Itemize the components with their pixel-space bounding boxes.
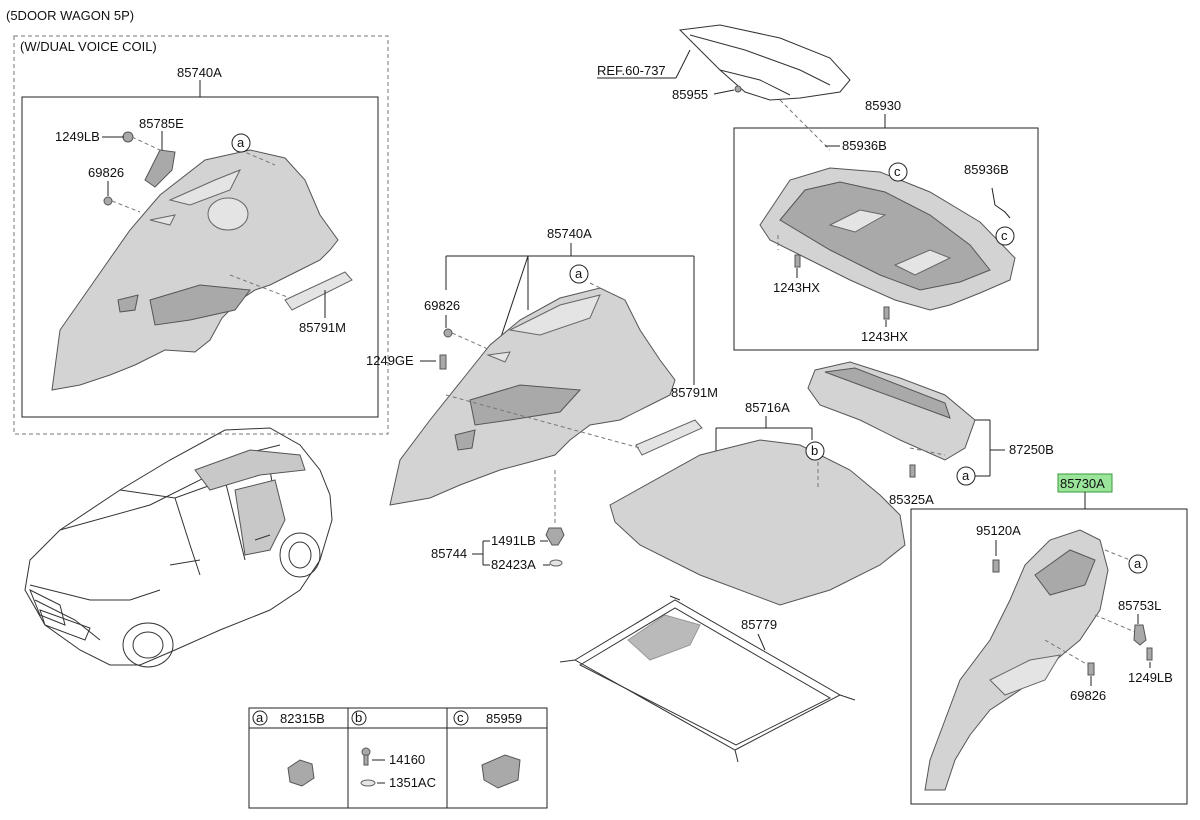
callout-82423A[interactable]: 82423A — [491, 557, 536, 572]
callout-1249GE[interactable]: 1249GE — [366, 353, 414, 368]
callout-85791M-left[interactable]: 85791M — [299, 320, 346, 335]
clip-85959-drawing — [481, 754, 521, 789]
legend-c-letter: c — [457, 710, 464, 725]
right-panel-box — [910, 508, 1188, 805]
marker-a-mid — [569, 264, 589, 284]
callout-85930[interactable]: 85930 — [865, 98, 901, 113]
callout-85716A[interactable]: 85716A — [745, 400, 790, 415]
callout-85955[interactable]: 85955 — [672, 87, 708, 102]
marker-a-left — [231, 133, 251, 153]
marker-c-right — [995, 226, 1015, 246]
callout-1249LB-left[interactable]: 1249LB — [55, 129, 100, 144]
subgroup-label: (W/DUAL VOICE COIL) — [20, 39, 157, 54]
callout-69826-right[interactable]: 69826 — [1070, 688, 1106, 703]
callout-85730A[interactable]: 85730A — [1060, 476, 1105, 491]
luggage-sill-drawing — [807, 361, 976, 478]
marker-a-mid-letter: a — [575, 266, 583, 281]
dual-voice-coil-group-frame — [13, 35, 389, 435]
package-tray-drawing — [759, 167, 1016, 311]
clip-82315B-drawing — [287, 759, 315, 787]
callout-85785E[interactable]: 85785E — [139, 116, 184, 131]
callout-85740A-top[interactable]: 85740A — [177, 65, 222, 80]
marker-a-sill-letter: a — [962, 468, 970, 483]
legend-b-letter: b — [355, 710, 362, 725]
marker-a-sill — [956, 466, 976, 486]
callout-95120A[interactable]: 95120A — [976, 523, 1021, 538]
legend-b-item-2[interactable]: 1351AC — [389, 775, 436, 790]
callout-1491LB[interactable]: 1491LB — [491, 533, 536, 548]
callout-69826-mid[interactable]: 69826 — [424, 298, 460, 313]
callout-85779[interactable]: 85779 — [741, 617, 777, 632]
cargo-net-drawing — [559, 595, 856, 763]
vehicle-illustration — [24, 427, 333, 668]
legend-b-item-1[interactable]: 14160 — [389, 752, 425, 767]
legend-a-part[interactable]: 82315B — [280, 711, 325, 726]
callout-85740A-mid[interactable]: 85740A — [547, 226, 592, 241]
legend-c-part[interactable]: 85959 — [486, 711, 522, 726]
marker-b-letter: b — [811, 443, 818, 458]
marker-b — [805, 441, 825, 461]
variant-label: (5DOOR WAGON 5P) — [6, 8, 134, 23]
callout-87250B[interactable]: 87250B — [1009, 442, 1054, 457]
callout-85791M-mid[interactable]: 85791M — [671, 385, 718, 400]
callout-1249LB-right[interactable]: 1249LB — [1128, 670, 1173, 685]
callout-85936B-a[interactable]: 85936B — [842, 138, 887, 153]
marker-c-right-letter: c — [1001, 228, 1008, 243]
callout-1243HX-a[interactable]: 1243HX — [773, 280, 820, 295]
legend-a-letter: a — [256, 710, 264, 725]
quarter-trim-mid-drawing — [389, 282, 703, 567]
tailgate-drawing — [678, 24, 851, 101]
callout-1243HX-b[interactable]: 1243HX — [861, 329, 908, 344]
marker-a-left-letter: a — [237, 135, 245, 150]
floor-cover-drawing — [609, 439, 906, 606]
quarter-trim-right-drawing — [924, 529, 1153, 791]
marker-c-top-letter: c — [894, 164, 901, 179]
callout-69826-left[interactable]: 69826 — [88, 165, 124, 180]
package-tray-box — [733, 127, 1039, 351]
callout-85744[interactable]: 85744 — [431, 546, 467, 561]
callout-85325A[interactable]: 85325A — [889, 492, 934, 507]
marker-c-top — [888, 162, 908, 182]
callout-85753L[interactable]: 85753L — [1118, 598, 1161, 613]
ref-label[interactable]: REF.60-737 — [597, 63, 666, 78]
marker-a-right-letter: a — [1134, 556, 1142, 571]
fastener-legend-table: a 82315B b 14160 1351AC c 85959 — [248, 707, 548, 809]
marker-a-right — [1128, 554, 1148, 574]
callout-85936B-b[interactable]: 85936B — [964, 162, 1009, 177]
